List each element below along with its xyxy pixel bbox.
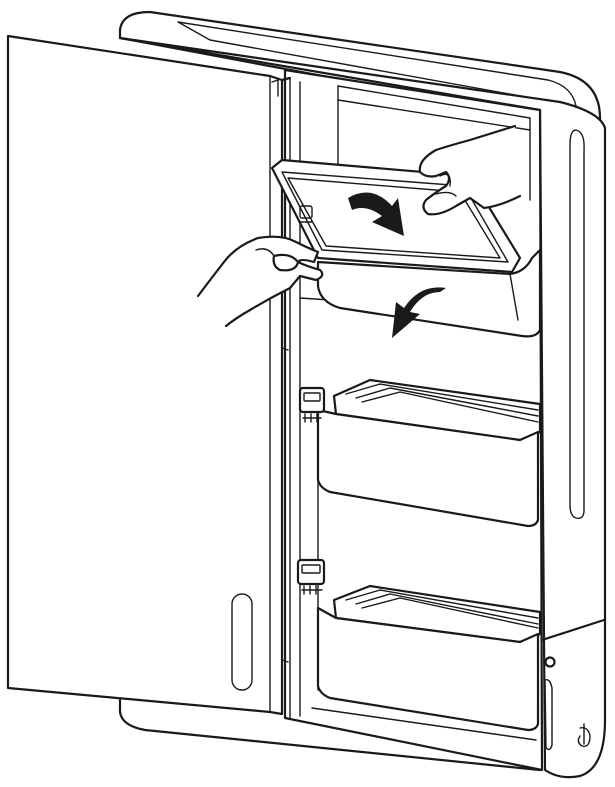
open-door (6, 34, 292, 716)
door-handle (231, 593, 253, 691)
hinges (271, 79, 289, 663)
left-hand-icon (196, 235, 324, 328)
down-arrow-icon (392, 287, 446, 338)
middle-shelf (316, 378, 542, 528)
control-panel-middle (298, 386, 326, 423)
knob-icon (544, 656, 556, 668)
lower-shelf (316, 584, 542, 732)
rotate-arrow-icon (348, 192, 404, 236)
control-panel-lower (296, 558, 326, 595)
right-hand-icon (418, 124, 522, 216)
control-panel-upper (299, 205, 313, 223)
logo-icon (577, 723, 591, 747)
